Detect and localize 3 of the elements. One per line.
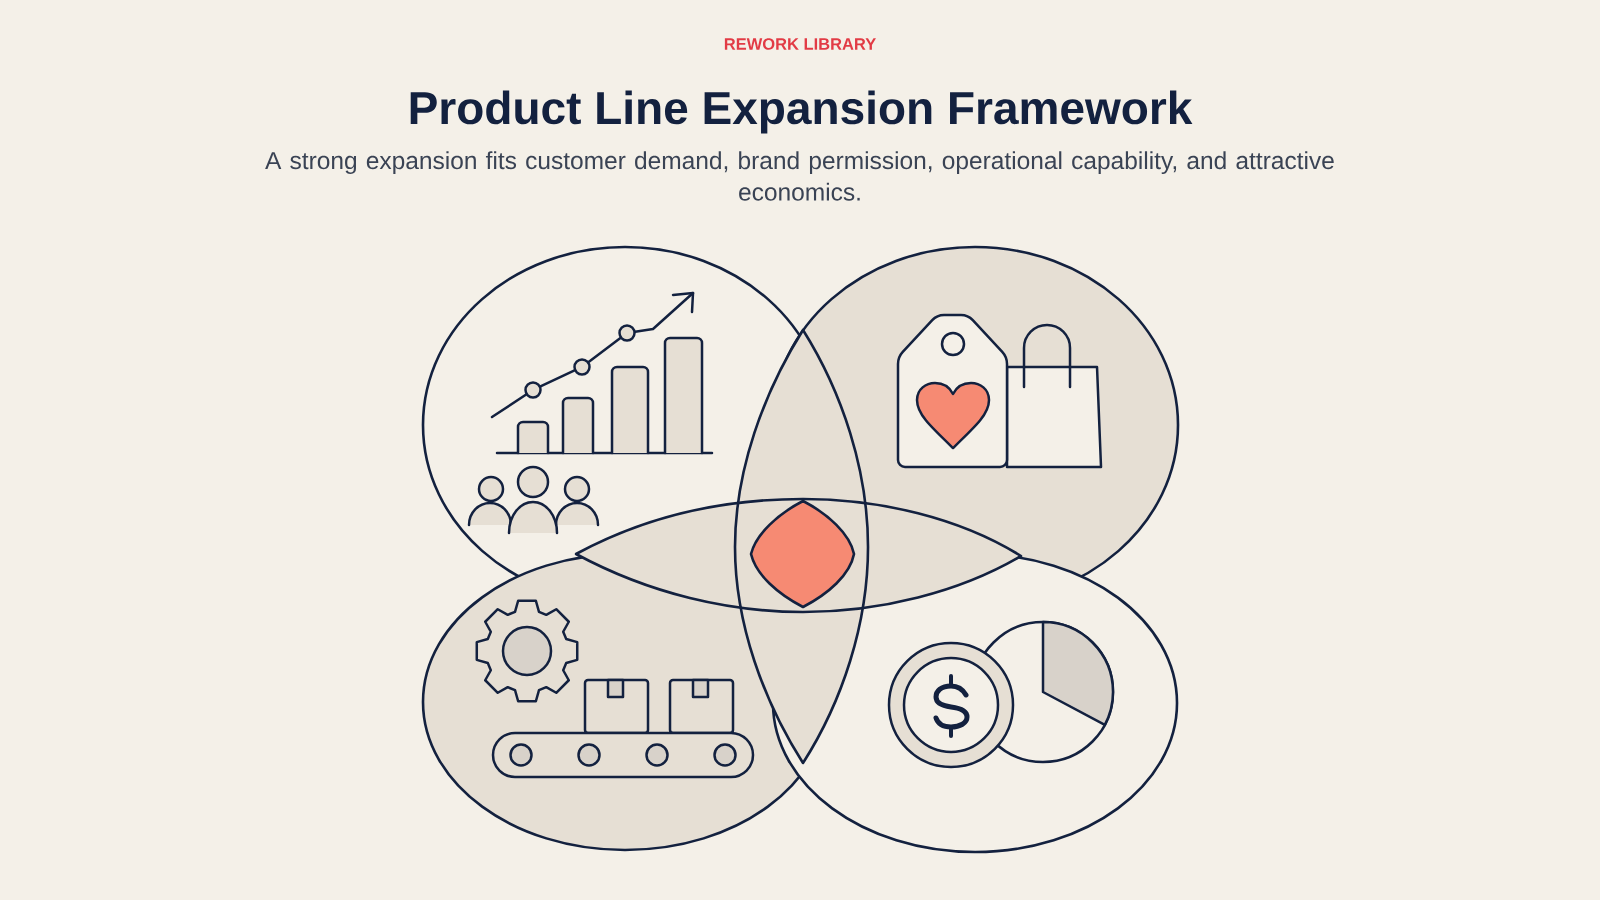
title: Product Line Expansion Framework — [410, 90, 1193, 134]
subtitle: A strong expansion fits customer demand, brand permission, operational capability, and attractive economics. — [265, 151, 1334, 201]
eyebrow-label: REWORK LIBRARY — [724, 38, 876, 50]
